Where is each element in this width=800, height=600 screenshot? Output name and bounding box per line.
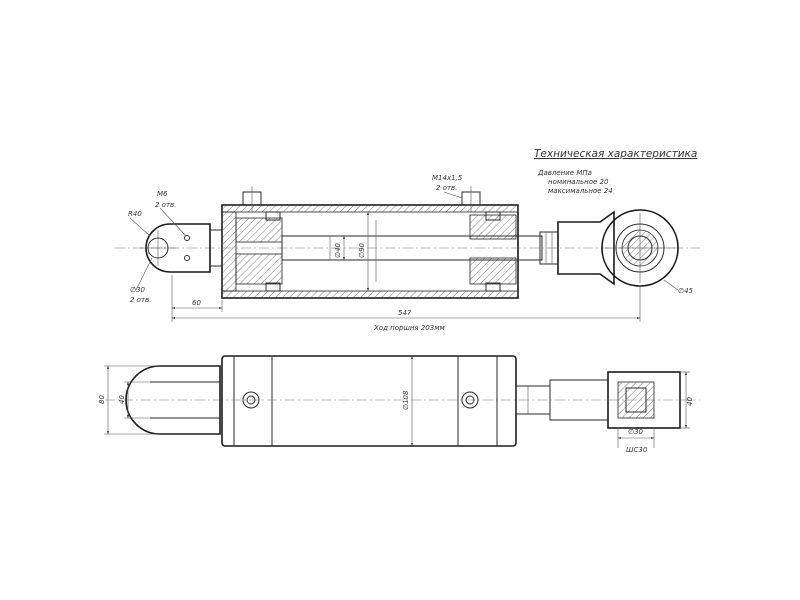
dim-h80: 80: [98, 395, 106, 404]
section-view: [115, 186, 700, 322]
cylinder-tube: [221, 186, 519, 299]
spec-pressure-label: Давление МПа: [537, 169, 592, 177]
rod-end: [539, 209, 679, 287]
outer-rod-end: [515, 371, 690, 448]
dimension-labels: R40 M6 2 отв. ∅30 2 отв. 60 547 Ход порш…: [98, 174, 694, 454]
outer-view: [104, 355, 700, 448]
spec-title: Техническая характеристика: [534, 148, 697, 160]
spec-nominal: номинальное 20: [548, 178, 609, 186]
dim-eye-d45: ∅45: [678, 287, 694, 295]
dim-port-holes: 2 отв.: [436, 184, 457, 192]
dim-len-60: 60: [192, 299, 201, 307]
dim-h40-right: 40: [686, 397, 694, 406]
dim-pin-d30: ∅30: [628, 428, 644, 436]
piston-rod: [281, 220, 543, 282]
spec-block: Техническая характеристика Давление МПа …: [534, 148, 697, 195]
section-dimensions: [129, 191, 679, 322]
dim-port-thread: M14x1,5: [432, 174, 463, 182]
dim-len-547: 547: [398, 309, 412, 317]
left-clevis: [140, 223, 222, 273]
outer-left-dimensions: [104, 365, 160, 435]
dim-d30-left: ∅30: [130, 286, 146, 294]
dim-h40-left: 40: [118, 395, 126, 404]
outer-body: [221, 355, 517, 447]
dim-bore-d90: ∅90: [358, 242, 366, 258]
dim-rod-d40: ∅40: [334, 242, 342, 258]
spec-maximum: максимальное 24: [548, 187, 613, 195]
dim-d30-holes: 2 отв.: [130, 296, 151, 304]
dim-body-d108: ∅108: [402, 390, 410, 410]
dim-m6: M6: [157, 190, 168, 198]
dim-m6-holes: 2 отв.: [155, 201, 176, 209]
dim-r40: R40: [128, 210, 142, 218]
dim-ball-d30: ШС30: [626, 446, 648, 454]
dim-stroke: Ход поршня 203мм: [373, 324, 446, 332]
